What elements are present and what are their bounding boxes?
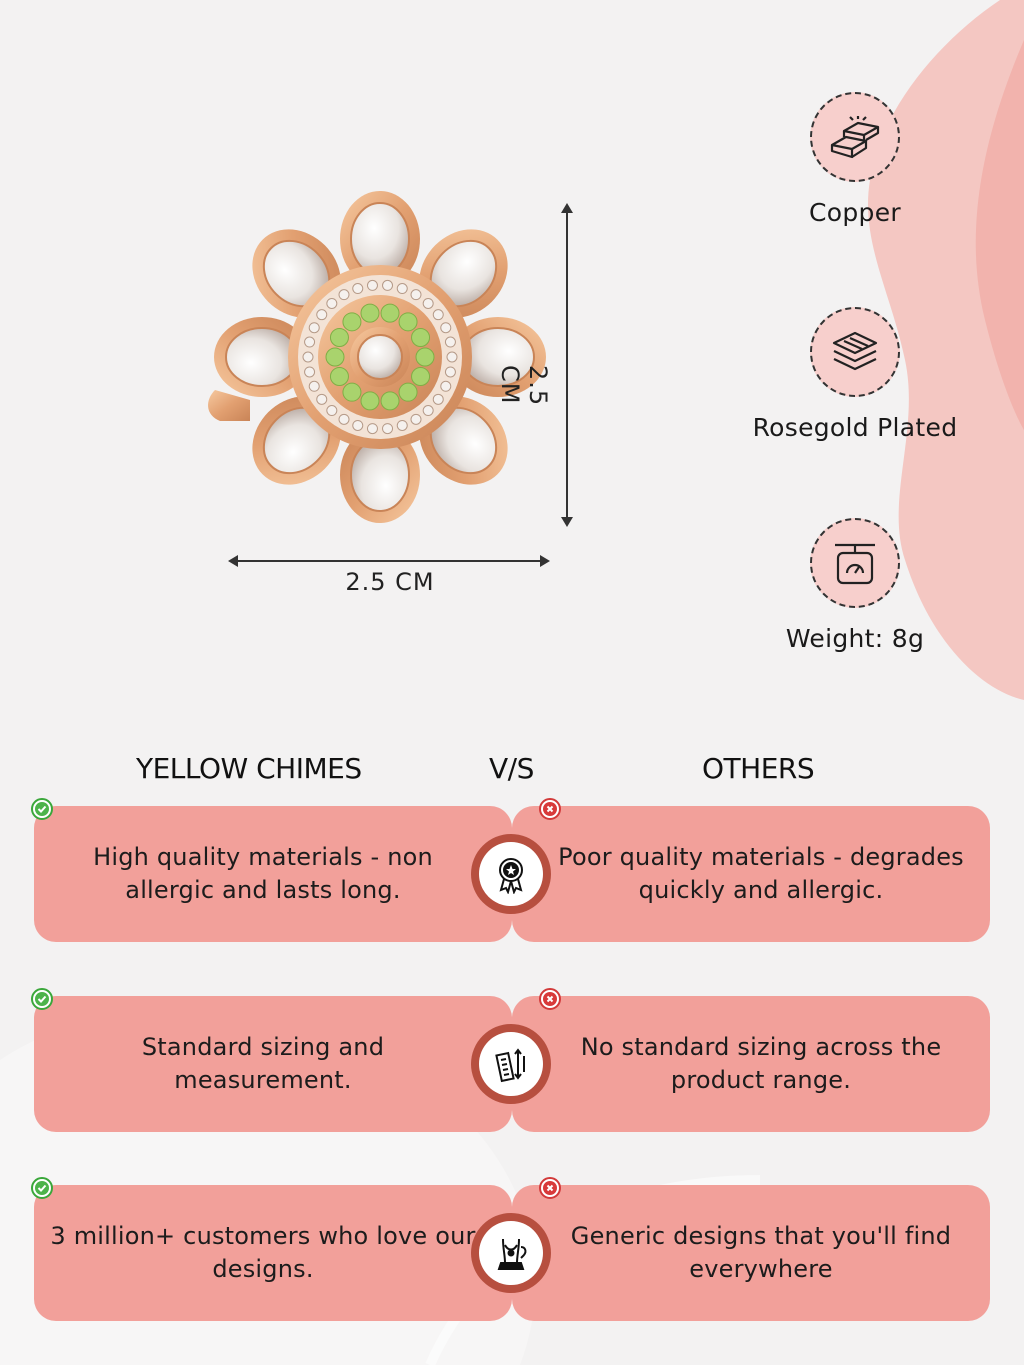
weighing-scale-icon (810, 518, 900, 608)
feature-copper: Copper (740, 92, 970, 227)
feature-weight: Weight: 8g (740, 518, 970, 653)
check-icon (31, 1177, 53, 1199)
feature-label: Copper (809, 198, 901, 227)
comparison-heading-brand: YELLOW CHIMES (136, 752, 362, 785)
cross-icon (539, 798, 561, 820)
ruler-measure-icon (479, 1032, 543, 1096)
comparison-row: High quality materials - non allergic an… (31, 798, 990, 942)
comparison-badge (471, 834, 551, 914)
comparison-badge (471, 1213, 551, 1293)
cross-icon (539, 1177, 561, 1199)
product-showcase: 2.5 CM 2.5 CM Copper Rosegold Plate (208, 92, 970, 653)
others-drawback-card: Poor quality materials - degrades quickl… (512, 806, 990, 942)
comparison-heading-others: OTHERS (702, 752, 815, 785)
quality-badge-icon (479, 842, 543, 906)
height-dimension-label: 2.5 CM (496, 365, 552, 407)
brand-advantage-card: 3 million+ customers who love our design… (34, 1185, 512, 1321)
width-dimension-line (228, 555, 550, 567)
height-dimension-line (561, 203, 573, 527)
brand-advantage-card: High quality materials - non allergic an… (34, 806, 512, 942)
feature-plating: Rosegold Plated (740, 307, 970, 442)
width-dimension-label: 2.5 CM (345, 568, 435, 596)
feature-label: Rosegold Plated (752, 413, 958, 442)
others-drawback-card: Generic designs that you'll find everywh… (512, 1185, 990, 1321)
jewelry-bust-icon (479, 1221, 543, 1285)
check-icon (31, 798, 53, 820)
comparison-heading-vs: V/S (489, 752, 534, 785)
copper-bars-icon (810, 92, 900, 182)
ring-image (208, 191, 546, 523)
others-drawback-card: No standard sizing across the product ra… (512, 996, 990, 1132)
cross-icon (539, 988, 561, 1010)
comparison-row: 3 million+ customers who love our design… (31, 1177, 990, 1321)
comparison-row: Standard sizing and measurement. No stan… (31, 988, 990, 1132)
brand-advantage-card: Standard sizing and measurement. (34, 996, 512, 1132)
layers-icon (810, 307, 900, 397)
feature-label: Weight: 8g (785, 624, 925, 653)
comparison-badge (471, 1024, 551, 1104)
check-icon (31, 988, 53, 1010)
